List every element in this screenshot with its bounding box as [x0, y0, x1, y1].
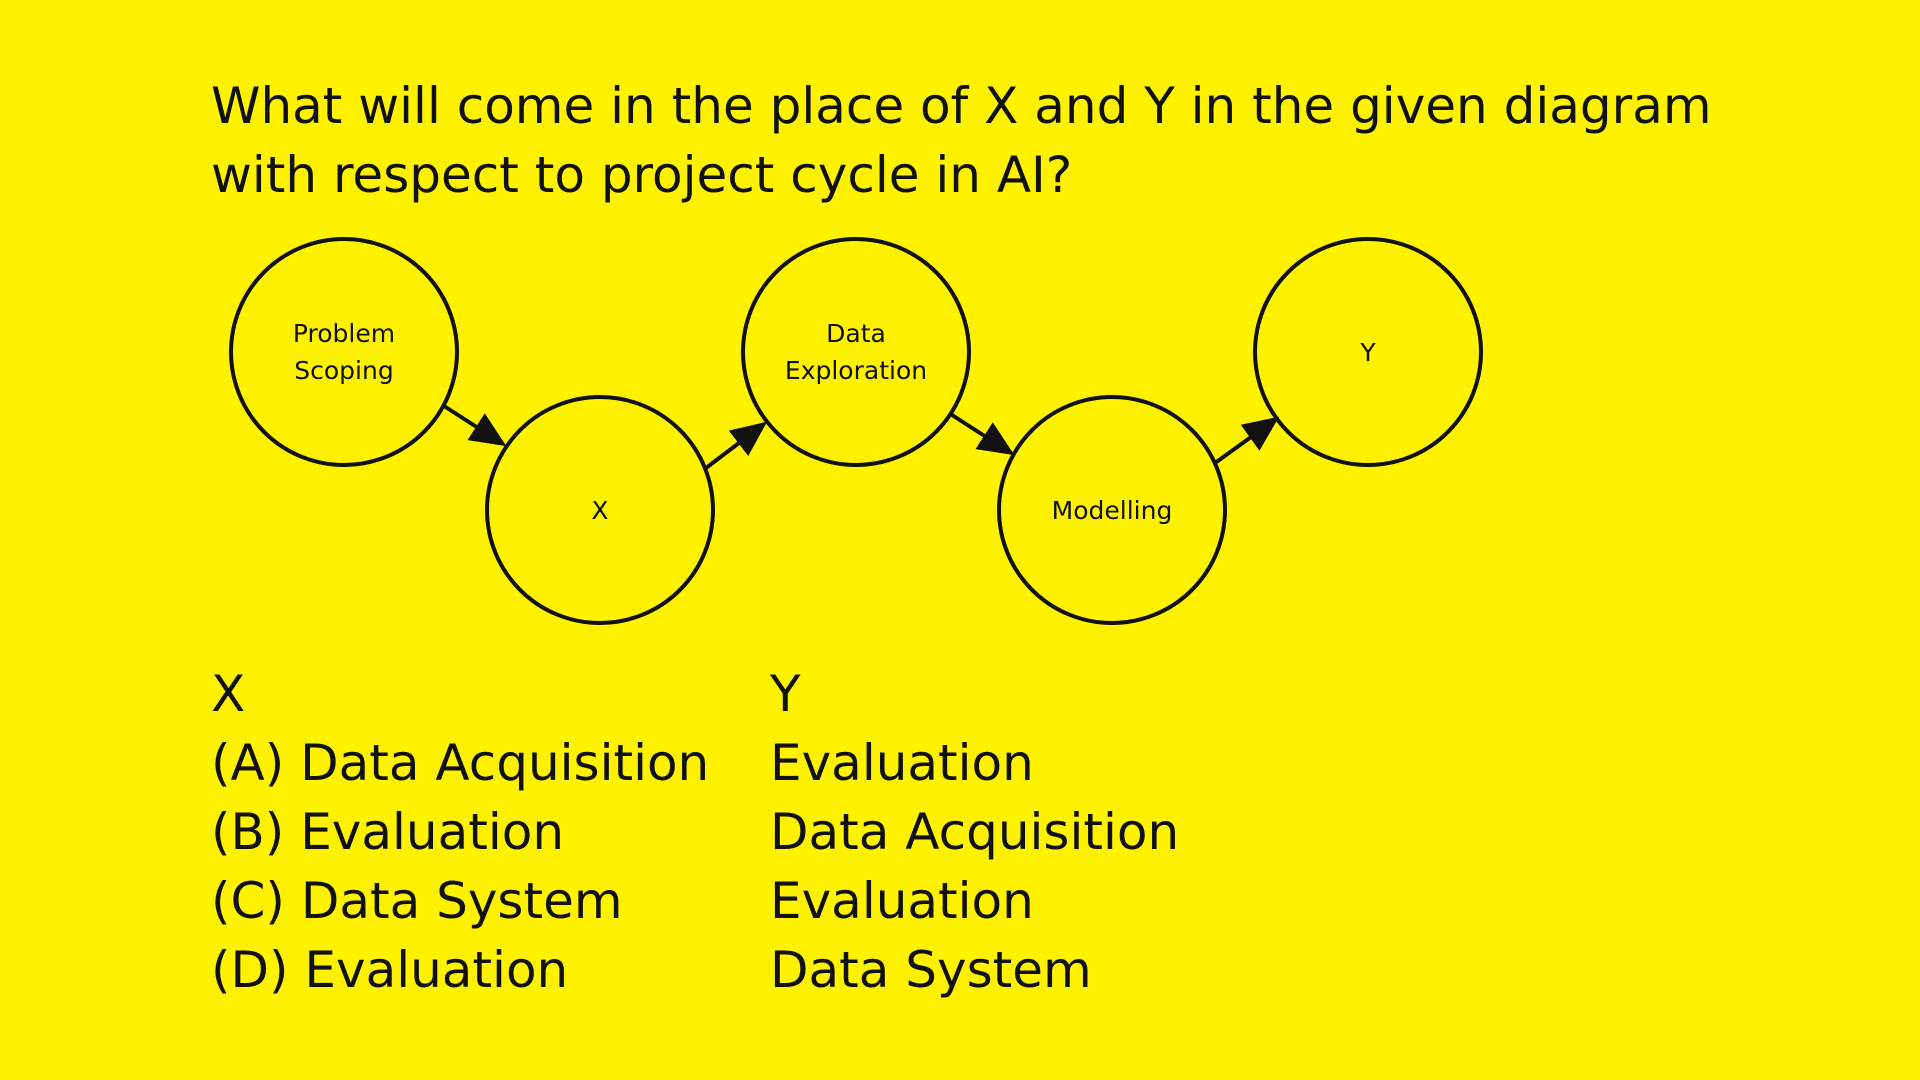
column-header-x: X — [211, 665, 246, 723]
option-a-x: (A) Data Acquisition — [211, 734, 710, 792]
question-line-1: What will come in the place of X and Y i… — [211, 77, 1712, 135]
option-b-x: (B) Evaluation — [211, 803, 565, 861]
arrow-4-to-5 — [1213, 416, 1280, 465]
option-d-y: Data System — [770, 941, 1092, 999]
arrow-3-to-4 — [950, 413, 1015, 456]
node-label-line: Scoping — [294, 356, 393, 385]
question-text: What will come in the place of X and Y i… — [211, 72, 1771, 210]
node-circle — [997, 395, 1227, 625]
arrow-1-to-2 — [442, 404, 507, 447]
node-circle — [485, 395, 715, 625]
node-label-line: Exploration — [785, 356, 927, 385]
arrow-2-to-3 — [704, 421, 768, 470]
answer-column-y: Y Evaluation Data Acquisition Evaluation… — [770, 660, 1179, 1005]
option-b-y: Data Acquisition — [770, 803, 1180, 861]
node-label-line: Y — [1359, 338, 1376, 367]
node-x: X — [485, 395, 715, 625]
node-circle — [229, 237, 459, 467]
option-d-x: (D) Evaluation — [211, 941, 569, 999]
node-circle — [1253, 237, 1483, 467]
option-c-x: (C) Data System — [211, 872, 623, 930]
question-line-2: with respect to project cycle in AI? — [211, 146, 1073, 204]
column-header-y: Y — [770, 665, 801, 723]
answer-column-x: X (A) Data Acquisition (B) Evaluation (C… — [211, 660, 709, 1005]
node-y: Y — [1253, 237, 1483, 467]
option-c-y: Evaluation — [770, 872, 1034, 930]
option-a-y: Evaluation — [770, 734, 1034, 792]
node-label-line: Data — [826, 319, 886, 348]
node-modelling: Modelling — [997, 395, 1227, 625]
node-problem-scoping: Problem Scoping — [229, 237, 459, 467]
node-data-exploration: Data Exploration — [741, 237, 971, 467]
node-label-line: Modelling — [1052, 496, 1173, 525]
node-label-line: Problem — [293, 319, 395, 348]
node-circle — [741, 237, 971, 467]
node-label-line: X — [591, 496, 608, 525]
